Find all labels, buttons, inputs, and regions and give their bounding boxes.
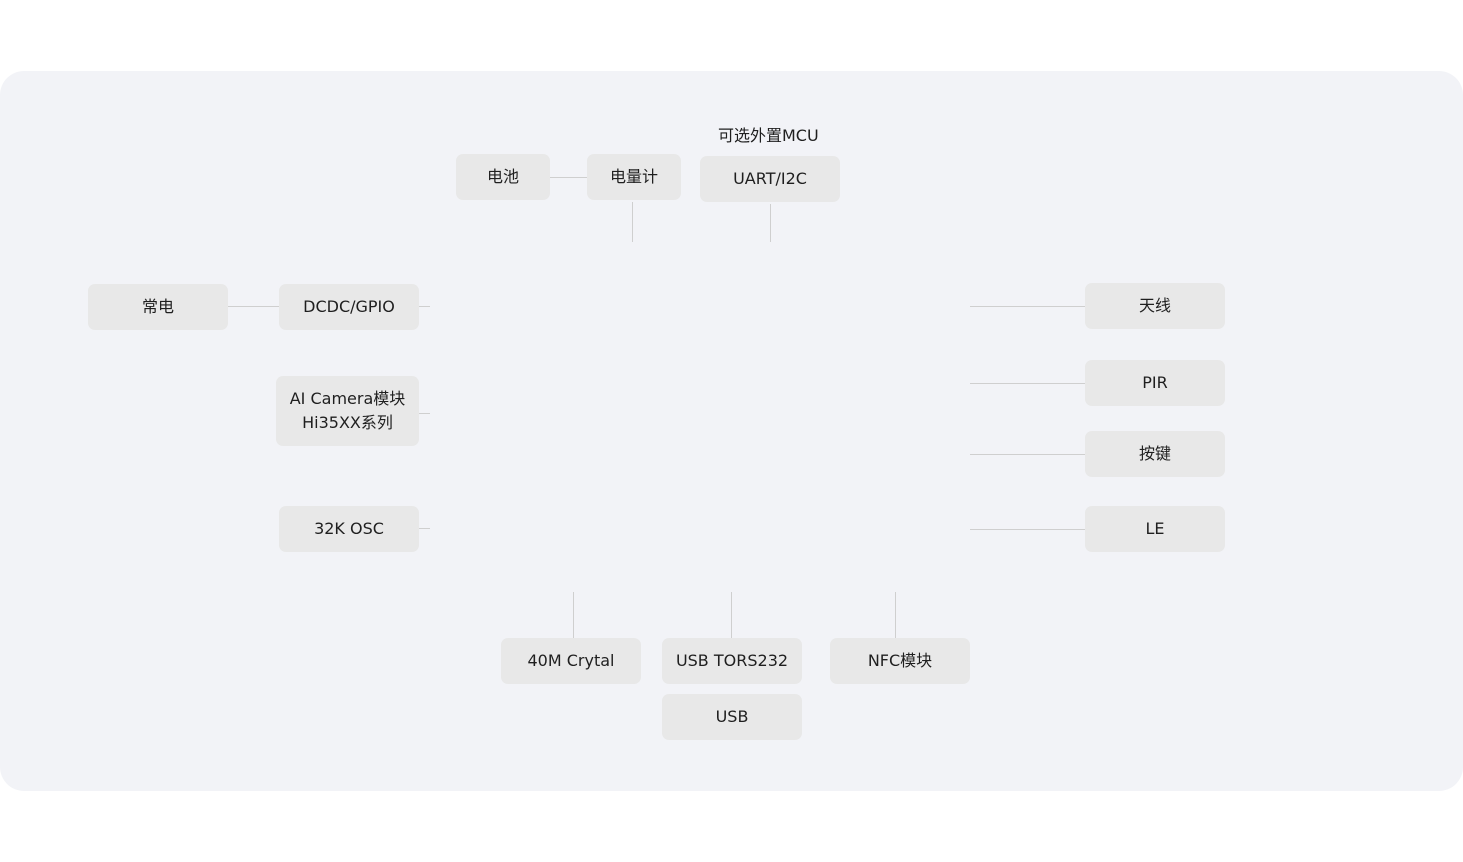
crystal-40m-block-label: 40M Crytal: [527, 651, 615, 670]
antenna-block-label: 天线: [1138, 296, 1171, 315]
connector-nfc-up: [895, 592, 896, 638]
nfc-module-block: NFC模块: [830, 638, 970, 684]
fuel-gauge-block: 电量计: [587, 154, 681, 200]
connector-battery-fuel-gauge: [550, 177, 587, 178]
connector-fuel-gauge-down: [632, 202, 633, 242]
ai-camera-block-label-line1: AI Camera模块: [289, 389, 406, 408]
le-block-label: LE: [1145, 519, 1165, 538]
osc-32k-block: 32K OSC: [279, 506, 419, 552]
usb-to-rs232-block-label: USB TORS232: [675, 651, 789, 670]
connector-osc-right: [419, 528, 430, 529]
ai-camera-block-label-line2: Hi35XX系列: [302, 413, 393, 432]
connector-button: [970, 454, 1085, 455]
dcdc-gpio-block-label: DCDC/GPIO: [303, 297, 395, 316]
antenna-block: 天线: [1085, 283, 1225, 329]
connector-pir: [970, 383, 1085, 384]
connector-crystal-up: [573, 592, 574, 638]
uart-i2c-block-label: UART/I2C: [733, 169, 807, 188]
usb-to-rs232-block: USB TORS232: [662, 638, 802, 684]
le-block: LE: [1085, 506, 1225, 552]
connector-le: [970, 529, 1085, 530]
battery-block-label: 电池: [486, 167, 519, 186]
crystal-40m-block: 40M Crytal: [501, 638, 641, 684]
osc-32k-block-label: 32K OSC: [314, 519, 384, 538]
connector-camera-right: [419, 413, 430, 414]
connector-dcdc-right: [419, 306, 430, 307]
connector-usb-rs232-up: [731, 592, 732, 638]
optional-external-mcu-label: 可选外置MCU: [718, 126, 819, 145]
pir-block: PIR: [1085, 360, 1225, 406]
fuel-gauge-block-label: 电量计: [609, 167, 658, 186]
always-on-power-block: 常电: [88, 284, 228, 330]
button-block: 按键: [1085, 431, 1225, 477]
always-on-power-block-label: 常电: [141, 297, 174, 316]
ai-camera-block: AI Camera模块 Hi35XX系列: [276, 376, 419, 446]
button-block-label: 按键: [1138, 444, 1171, 463]
dcdc-gpio-block: DCDC/GPIO: [279, 284, 419, 330]
uart-i2c-block: UART/I2C: [700, 156, 840, 202]
connector-antenna: [970, 306, 1085, 307]
connector-power-dcdc: [228, 306, 279, 307]
pir-block-label: PIR: [1142, 373, 1168, 392]
battery-block: 电池: [456, 154, 550, 200]
usb-block-label: USB: [715, 707, 749, 726]
usb-block: USB: [662, 694, 802, 740]
nfc-module-block-label: NFC模块: [867, 651, 933, 670]
connector-uart-down: [770, 204, 771, 242]
